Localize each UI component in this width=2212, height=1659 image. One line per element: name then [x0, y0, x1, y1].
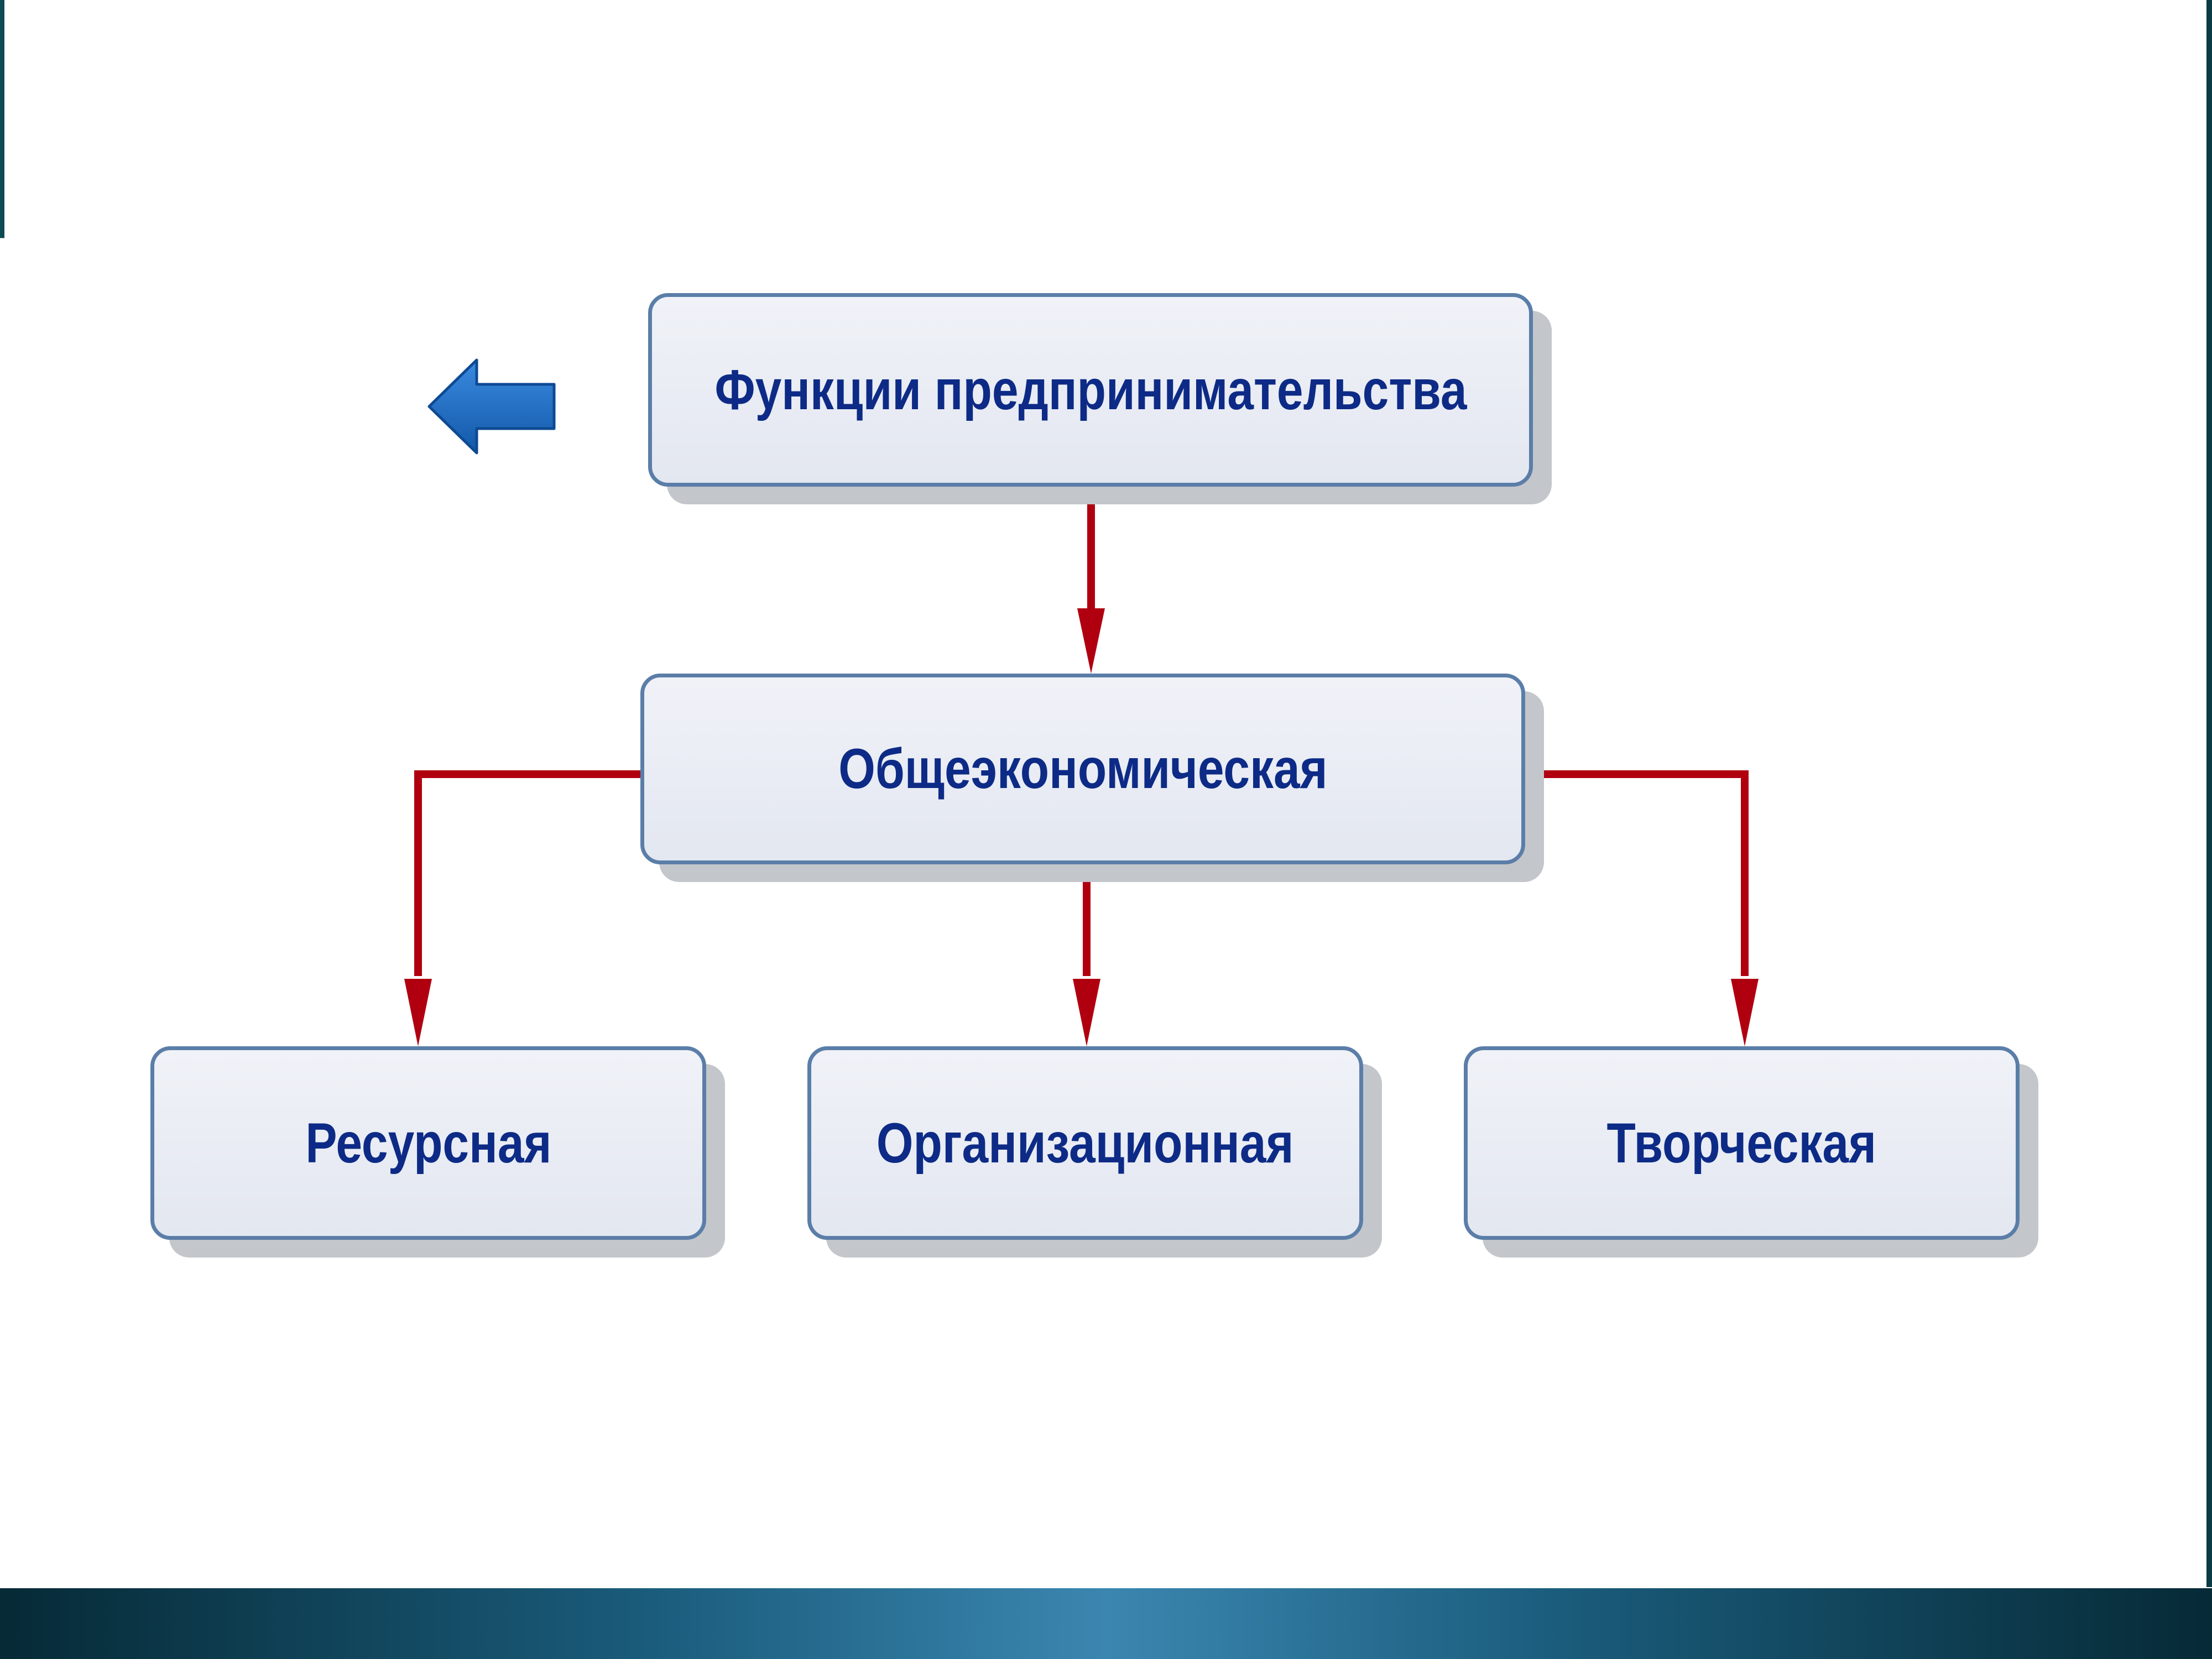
middle-node-label: Общеэкономическая: [838, 737, 1328, 800]
root-node: Функции предпринимательства: [648, 293, 1533, 487]
slide-footer-bar: [0, 1588, 2212, 1659]
arrowhead-middle: [1077, 608, 1105, 674]
child-node-label: Организационная: [877, 1111, 1294, 1175]
slide-right-edge: [2206, 0, 2212, 1587]
child-node-resource: Ресурсная: [150, 1046, 706, 1240]
connector-middle-left: [414, 770, 641, 976]
arrowhead-left: [404, 979, 432, 1046]
root-node-label: Функции предпринимательства: [714, 358, 1467, 421]
slide-left-edge: [0, 0, 4, 1587]
child-node-organizational: Организационная: [807, 1046, 1363, 1240]
child-node-label: Творческая: [1606, 1111, 1877, 1175]
middle-node: Общеэкономическая: [640, 674, 1525, 864]
connector-middle-right: [1524, 770, 1749, 976]
child-node-label: Ресурсная: [305, 1111, 552, 1175]
arrowhead-right: [1731, 979, 1759, 1046]
child-node-creative: Творческая: [1464, 1046, 2020, 1240]
arrowhead-center: [1073, 979, 1100, 1046]
arrow-left-icon[interactable]: [426, 357, 559, 456]
